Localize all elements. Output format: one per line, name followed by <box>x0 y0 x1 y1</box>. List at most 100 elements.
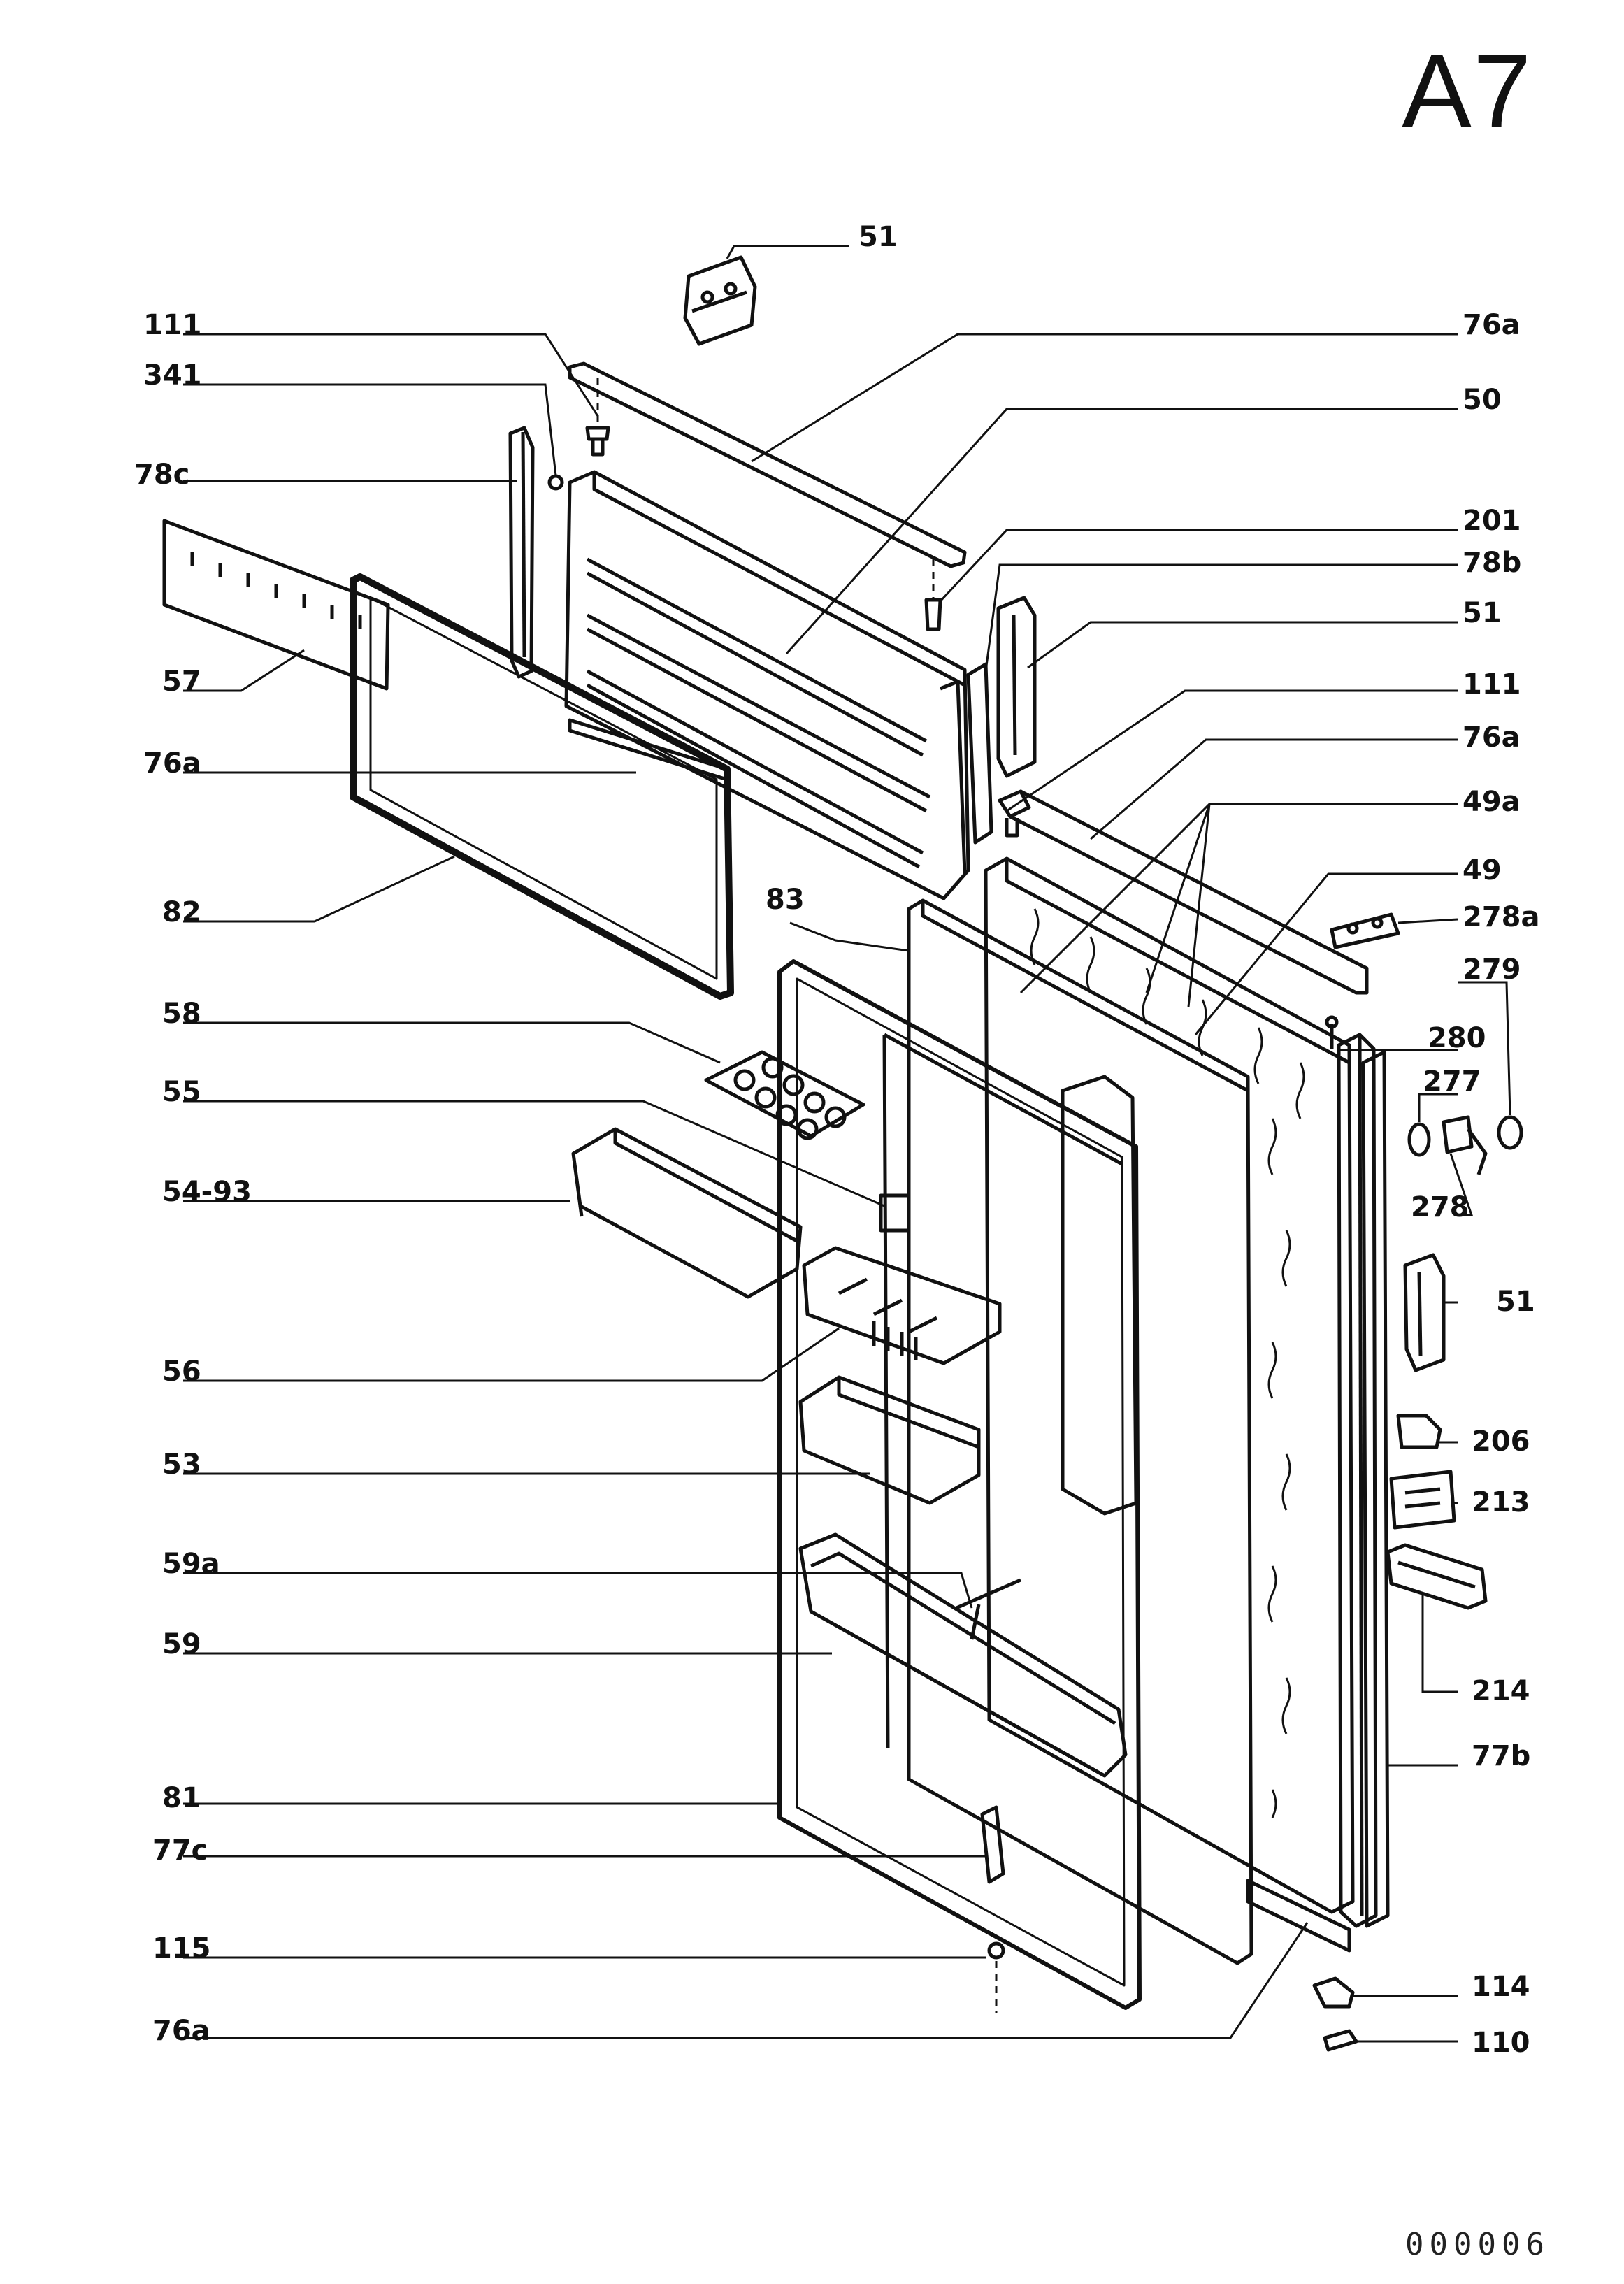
strip-78c <box>508 426 535 679</box>
strip-77b <box>1361 1050 1390 1928</box>
leader-111-l <box>183 333 599 417</box>
outer-door-49 <box>1337 1033 1378 1928</box>
handle-51-low <box>1403 1253 1446 1372</box>
callout-c54-93: 54-93 <box>162 1176 252 1208</box>
leader-341 <box>183 383 557 476</box>
callout-c114: 114 <box>1472 1971 1530 2003</box>
callout-c51-low: 51 <box>1496 1286 1535 1318</box>
callout-c277: 277 <box>1423 1065 1481 1098</box>
callout-c83: 83 <box>766 884 805 916</box>
callout-c55: 55 <box>162 1076 201 1108</box>
door-bin-54-93 <box>571 1127 803 1299</box>
document-number: 000006 <box>1405 2227 1550 2262</box>
leader-111-r <box>1006 689 1458 812</box>
callout-c213: 213 <box>1472 1486 1530 1518</box>
strip-77c <box>980 1805 1005 1884</box>
pin-110 <box>1323 2029 1358 2052</box>
callout-c111-r: 111 <box>1463 668 1521 701</box>
callout-c341: 341 <box>143 359 202 392</box>
callout-c59a: 59a <box>162 1548 220 1580</box>
label-strip-57 <box>162 519 390 691</box>
clear-bin-56 <box>802 1246 1002 1365</box>
callout-c77c: 77c <box>152 1834 208 1867</box>
callout-c82: 82 <box>162 896 201 928</box>
bracket-59a <box>956 1578 1021 1640</box>
inner-door-81 <box>777 959 1142 2010</box>
leader-59a <box>183 1572 973 1609</box>
callout-c49: 49 <box>1463 854 1502 886</box>
leader-201 <box>939 529 1458 603</box>
callout-c76a-r: 76a <box>1463 721 1521 754</box>
callout-c49a: 49a <box>1463 786 1521 818</box>
callout-c58: 58 <box>162 998 201 1030</box>
callout-c78b: 78b <box>1463 547 1521 579</box>
door-shelf-59 <box>798 1532 1128 1778</box>
strip-76a-top <box>568 361 967 568</box>
leader-50 <box>785 408 1458 655</box>
handle-214 <box>1386 1543 1488 1610</box>
leader-57 <box>183 649 305 692</box>
freezer-panel-50 <box>564 470 970 900</box>
clip-55 <box>879 1193 911 1233</box>
leader-49 <box>1194 872 1458 1035</box>
strip-76a-right <box>1009 789 1369 995</box>
bracket-278a <box>1330 912 1400 949</box>
callout-c81: 81 <box>162 1782 201 1814</box>
callout-c53: 53 <box>162 1449 201 1481</box>
leader-76a-r <box>1090 738 1458 840</box>
callout-c201: 201 <box>1463 505 1521 537</box>
callout-c77b: 77b <box>1472 1740 1530 1772</box>
leader-51-top <box>726 245 849 259</box>
callout-c206: 206 <box>1472 1425 1530 1458</box>
leader-279 <box>1458 981 1511 1116</box>
insulation-panel-49a <box>984 856 1355 1914</box>
hinge-114 <box>1312 1976 1355 2009</box>
leader-278 <box>1449 1153 1474 1216</box>
leader-277 <box>1418 1093 1458 1122</box>
callout-c78c: 78c <box>134 459 189 491</box>
leader-278a <box>1397 918 1458 924</box>
leader-76a-b <box>183 1922 1309 2039</box>
egg-tray-58 <box>704 1050 865 1140</box>
leader-82 <box>183 855 455 923</box>
clip-341 <box>547 474 564 491</box>
leader-83 <box>789 921 910 952</box>
label-213 <box>1389 1470 1456 1530</box>
page-title: A7 <box>1402 32 1533 150</box>
strip-76a-bottom <box>1246 1879 1351 1953</box>
callout-c278: 278 <box>1411 1191 1469 1223</box>
screw-201 <box>924 559 942 631</box>
callout-c59: 59 <box>162 1628 201 1660</box>
hinge-bracket-51-top <box>683 255 757 346</box>
strip-76a-left <box>568 718 729 782</box>
callout-c110: 110 <box>1472 2027 1530 2059</box>
callout-c278a: 278a <box>1463 901 1540 933</box>
handle-51-mid <box>996 596 1037 778</box>
leader-51-mid <box>1027 621 1458 669</box>
callout-c115: 115 <box>152 1932 211 1965</box>
leader-49a <box>1019 803 1458 1007</box>
callout-c76a-l: 76a <box>143 747 201 780</box>
callout-c76a-b: 76a <box>152 2015 210 2047</box>
pin-280 <box>1325 1015 1339 1049</box>
cap-279 <box>1497 1115 1523 1150</box>
callout-c51-mid: 51 <box>1463 597 1502 629</box>
callout-c56: 56 <box>162 1356 201 1388</box>
callout-c214: 214 <box>1472 1675 1530 1707</box>
callout-labels: 51 111 76a 341 50 78c 201 78b 51 57 111 … <box>134 221 1540 2059</box>
callout-c111-l: 111 <box>143 309 202 341</box>
leader-56 <box>183 1327 840 1382</box>
lock-278 <box>1442 1115 1488 1175</box>
callout-c57: 57 <box>162 666 201 698</box>
grommet-115 <box>987 1941 1005 2013</box>
cap-206 <box>1396 1414 1442 1449</box>
washer-277 <box>1407 1122 1431 1157</box>
frame-82 <box>350 573 734 1000</box>
leader-58 <box>183 1021 721 1064</box>
callout-c50: 50 <box>1463 384 1502 416</box>
callout-c280: 280 <box>1428 1022 1486 1054</box>
leader-55 <box>183 1100 885 1207</box>
screw-111-right <box>998 789 1031 838</box>
